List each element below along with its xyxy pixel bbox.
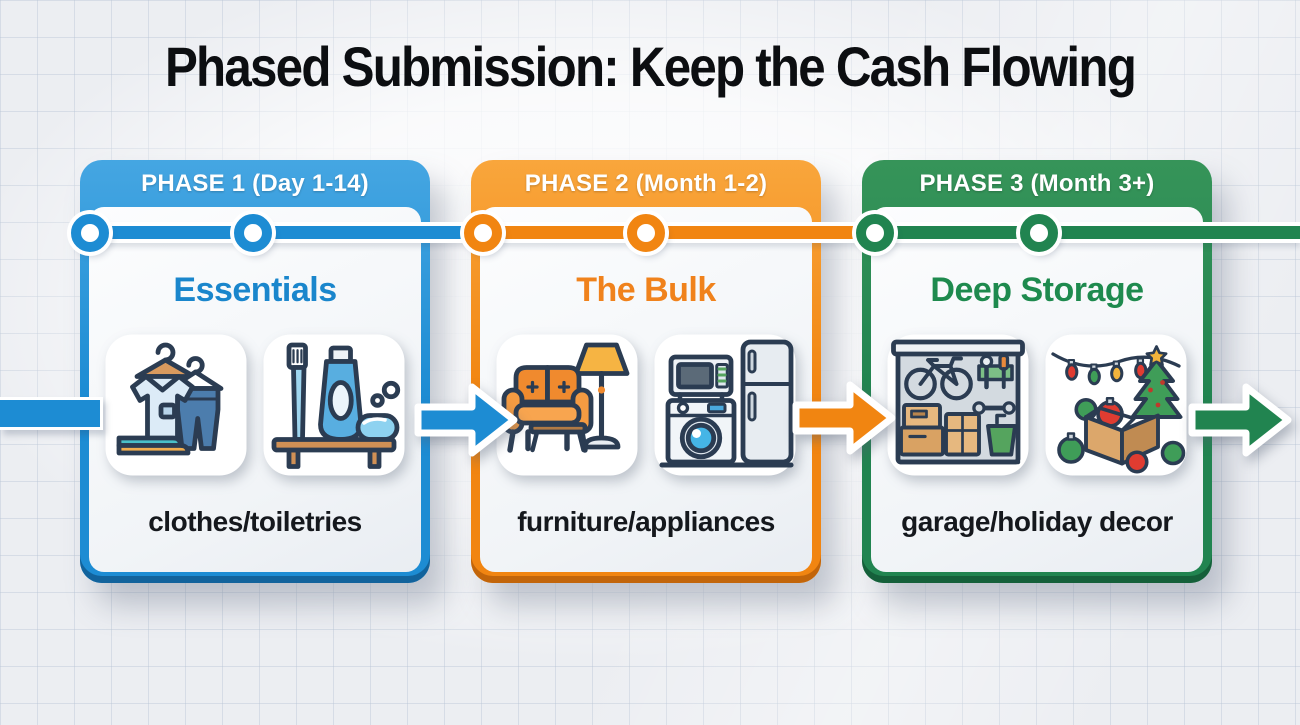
phase-3-panel: Deep Storage xyxy=(871,207,1203,572)
sofa-lamp-icon xyxy=(496,334,638,476)
phase-2-icons xyxy=(492,330,800,480)
timeline-segment-phase-1 xyxy=(88,222,483,243)
phase-3-caption: garage/holiday decor xyxy=(901,506,1173,537)
appliances-icon xyxy=(654,334,796,476)
arrow-phase2-to-phase3-icon xyxy=(792,381,896,455)
timeline-node-4 xyxy=(627,214,665,252)
holiday-decor-icon xyxy=(1045,334,1187,476)
timeline-node-5 xyxy=(856,214,894,252)
page-title: Phased Submission: Keep the Cash Flowing xyxy=(164,35,1137,98)
clothes-icon xyxy=(105,334,247,476)
garage-icon xyxy=(887,334,1029,476)
phase-2-title: The Bulk xyxy=(576,271,716,309)
phase-1-icons xyxy=(101,330,409,480)
phase-1-caption: clothes/toiletries xyxy=(148,506,362,537)
timeline-segment-phase-2 xyxy=(483,222,875,243)
phase-1-header: PHASE 1 (Day 1-14) xyxy=(141,169,369,197)
timeline-node-6 xyxy=(1020,214,1058,252)
toiletries-icon xyxy=(263,334,405,476)
phase-1-title: Essentials xyxy=(173,271,337,309)
phase-3-title: Deep Storage xyxy=(930,271,1144,309)
entry-flow-bar xyxy=(0,397,103,430)
phase-1-panel: Essentials xyxy=(89,207,421,572)
arrow-phase3-onward-icon xyxy=(1188,383,1292,457)
timeline-node-3 xyxy=(464,214,502,252)
arrow-phase1-to-phase2-icon xyxy=(414,383,518,457)
phase-3-header: PHASE 3 (Month 3+) xyxy=(919,169,1155,197)
phase-2-caption: furniture/appliances xyxy=(517,506,775,537)
timeline-node-2 xyxy=(234,214,272,252)
timeline-segment-phase-3 xyxy=(875,222,1300,243)
timeline-node-1 xyxy=(71,214,109,252)
phase-3-icons xyxy=(883,330,1191,480)
phase-2-header: PHASE 2 (Month 1-2) xyxy=(524,169,768,197)
phase-2-panel: The Bulk xyxy=(480,207,812,572)
